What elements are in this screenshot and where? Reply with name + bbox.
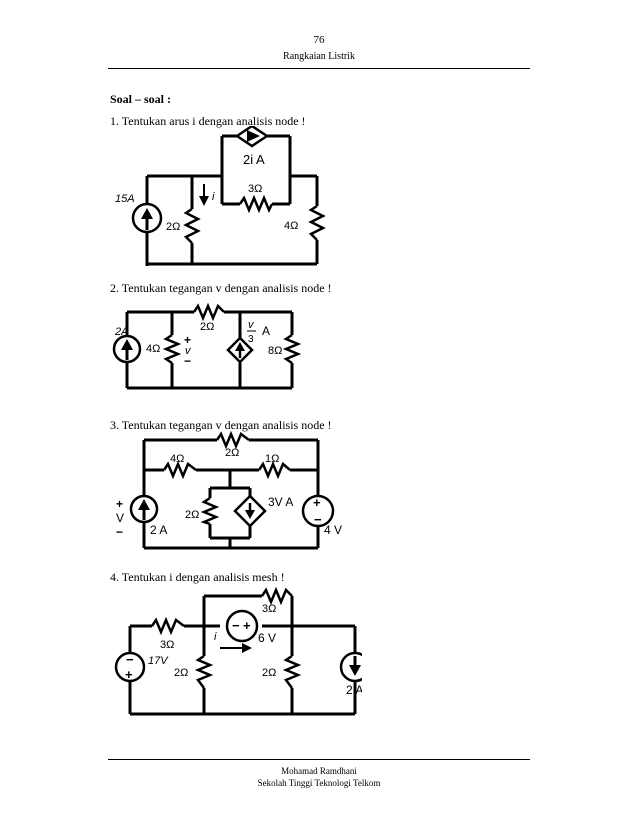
label-v: v	[185, 345, 192, 357]
label-2i-a: 2i A	[243, 152, 265, 167]
label-plus: +	[116, 497, 123, 511]
question-1-text: 1. Tentukan arus i dengan analisis node …	[110, 114, 306, 128]
resistor-4ohm	[308, 204, 326, 241]
resistor-top-3ohm	[260, 586, 293, 606]
resistor-2ohm	[183, 207, 201, 244]
resistor-top-2ohm	[215, 430, 250, 450]
label-1ohm: 1Ω	[265, 453, 279, 465]
resistor-1ohm	[257, 460, 291, 480]
resistor-4ohm	[162, 460, 197, 480]
resistor-8ohm	[282, 333, 302, 365]
voltage-source-17v	[114, 651, 146, 683]
resistor-mid-left-2ohm	[194, 654, 214, 689]
label-v: V	[116, 511, 124, 525]
circuit-diagram-3: + − 2Ω 4Ω 1Ω + V − 2 A 2Ω 3V A 4 V	[112, 428, 352, 568]
label-6v: 6 V	[258, 631, 276, 645]
src-plus: +	[313, 495, 321, 510]
label-17v: 17V	[148, 655, 169, 667]
circuit-diagram-4: − + − + 3Ω 3Ω 17V 2Ω i 6 V 2Ω 2 A	[112, 584, 362, 724]
resistor-mid-right-2ohm	[282, 654, 302, 689]
resistor-mid-2ohm	[200, 496, 220, 526]
label-2ohm-top: 2Ω	[225, 447, 239, 459]
src17-minus: −	[126, 652, 134, 667]
question-2-text: 2. Tentukan tegangan v dengan analisis n…	[110, 281, 332, 295]
voltage-source-4v	[301, 494, 335, 528]
label-dep-num: v	[248, 319, 255, 331]
label-4ohm: 4Ω	[146, 343, 160, 355]
question-3-text: 3. Tentukan tegangan v dengan analisis n…	[110, 418, 332, 432]
src17-plus: +	[125, 667, 133, 682]
label-4ohm: 4Ω	[284, 220, 298, 232]
question-4-text: 4. Tentukan i dengan analisis mesh !	[110, 570, 285, 584]
running-title: Rangkaian Listrik	[283, 51, 355, 62]
label-2ohm-mid: 2Ω	[185, 509, 199, 521]
label-2ohm-left: 2Ω	[174, 667, 188, 679]
label-minus: −	[116, 525, 123, 539]
label-2a: 2 A	[346, 683, 362, 697]
label-15a: 15A	[115, 193, 135, 205]
label-4ohm: 4Ω	[170, 453, 184, 465]
page-number: 76	[313, 34, 325, 46]
label-2ohm: 2Ω	[200, 321, 214, 333]
label-current-i: i	[212, 191, 215, 203]
src-minus: −	[314, 512, 322, 527]
header-rule	[108, 68, 530, 69]
label-2ohm-right: 2Ω	[262, 667, 276, 679]
label-3ohm-top: 3Ω	[262, 603, 276, 615]
label-3ohm-left: 3Ω	[160, 639, 174, 651]
label-minus: −	[184, 354, 191, 368]
label-8ohm: 8Ω	[268, 345, 282, 357]
label-3v-a: 3V A	[268, 495, 293, 509]
label-2ohm-left: 2Ω	[166, 221, 180, 233]
label-dep-unit: A	[262, 324, 270, 338]
label-2a: 2A	[114, 326, 128, 338]
resistor-3ohm	[238, 194, 274, 214]
label-plus: +	[184, 333, 191, 347]
label-current-i: i	[214, 631, 217, 643]
voltage-source-6v	[225, 609, 259, 643]
label-2a: 2 A	[150, 523, 167, 537]
label-3ohm: 3Ω	[248, 183, 262, 195]
circuit-diagram-1: 15A 2Ω i 2i A 3Ω 4Ω	[112, 126, 352, 266]
circuit-diagram-2: 2A 4Ω 2Ω + v − v 3 A 8Ω	[112, 300, 312, 390]
label-dep-den: 3	[248, 334, 254, 345]
label-4v: 4 V	[324, 523, 342, 537]
section-heading: Soal – soal :	[110, 92, 172, 106]
src6-plus: +	[243, 618, 251, 633]
footer-author: Mohamad Ramdhani	[281, 766, 357, 776]
resistor-4ohm	[162, 333, 182, 365]
src6-minus: −	[232, 618, 240, 633]
resistor-top-2ohm	[192, 302, 225, 322]
footer-rule	[108, 759, 530, 760]
footer-institution: Sekolah Tinggi Teknologi Telkom	[257, 778, 381, 788]
resistor-left-3ohm	[150, 616, 185, 636]
